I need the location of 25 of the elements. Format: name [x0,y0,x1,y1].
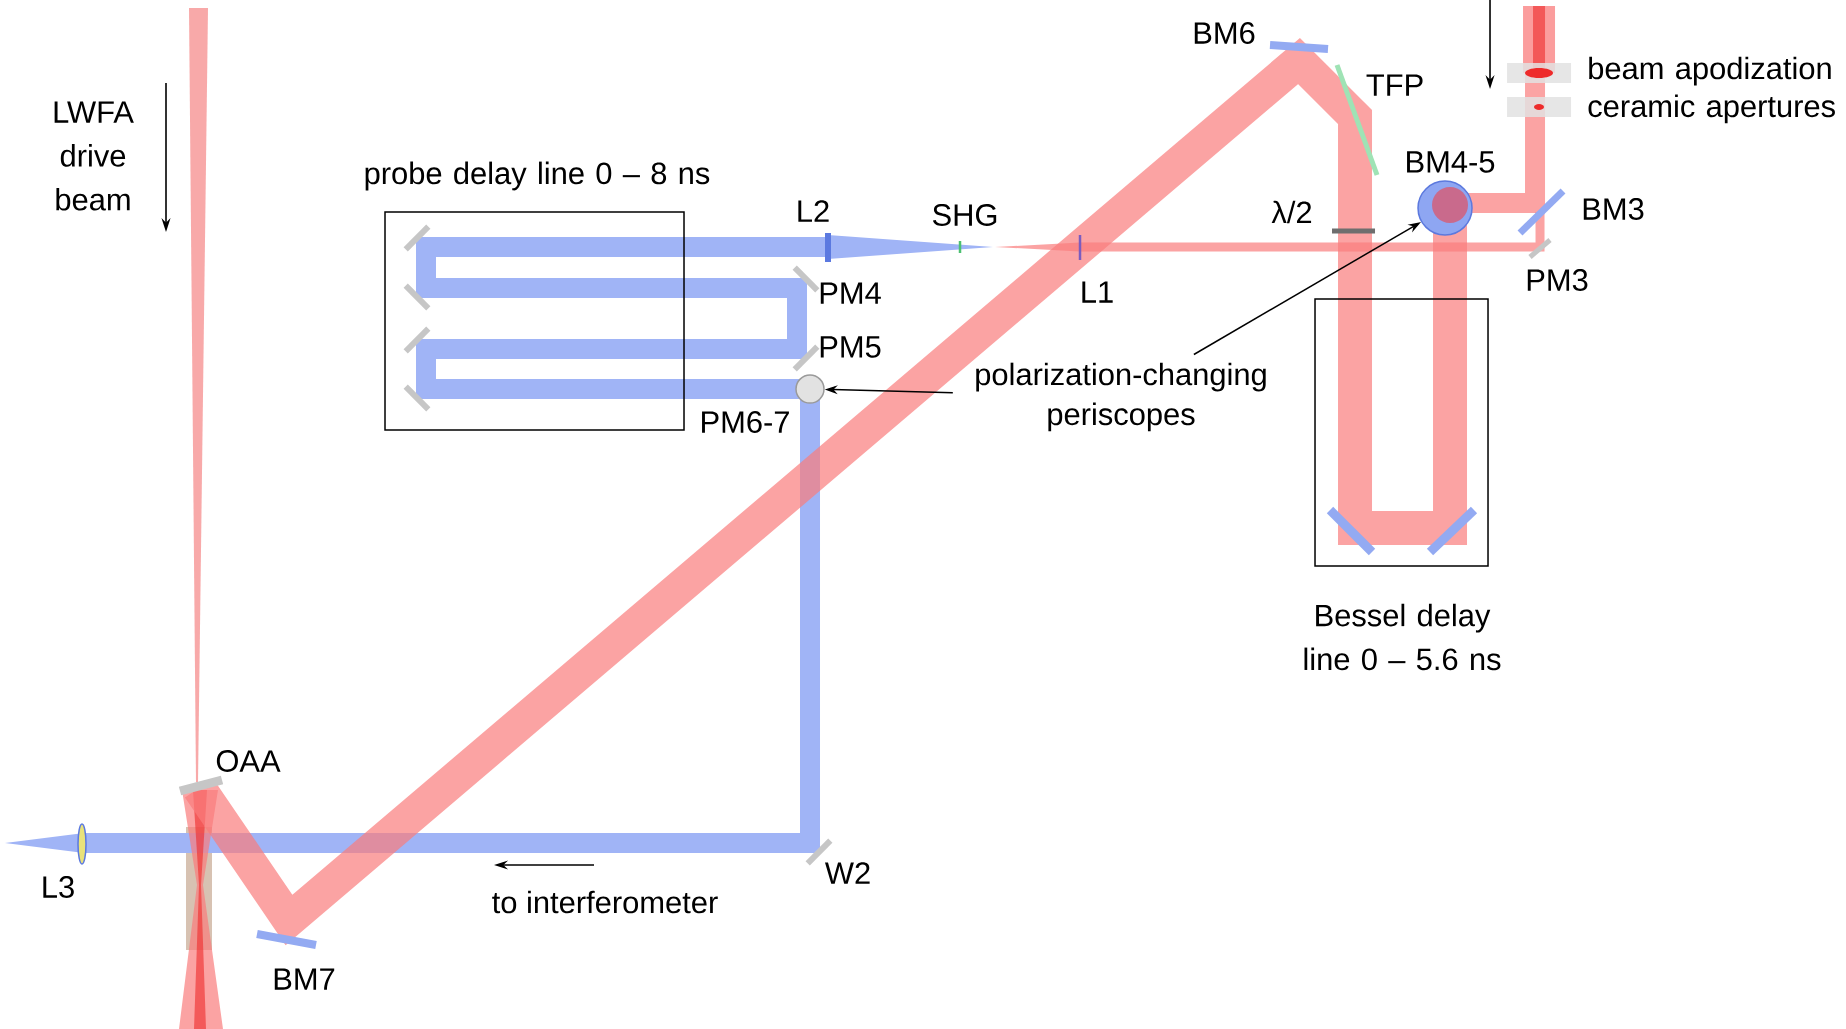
component-label: BM3 [1583,198,1644,220]
component-label: SHG [932,204,997,226]
component-label: λ/2 [1271,200,1312,224]
beam-label: to interferometer [492,890,718,914]
component-label: PM4 [820,282,881,304]
component-label: BM6 [1194,22,1255,44]
component-label: L1 [1082,281,1113,303]
component-label: BM4-5 [1407,151,1495,173]
component-label: L3 [43,876,74,898]
component-label: PM6-7 [702,411,789,433]
component-label: W2 [825,862,870,884]
node-label: Bessel delay line 0 – 5.6 ns [1304,603,1501,671]
periscope-mirror [795,374,825,404]
component-label: PM3 [1527,269,1588,291]
annotation-text: polarization-changing periscopes [976,362,1266,432]
component-label: BM7 [274,968,335,990]
component-label: L2 [798,200,829,222]
component-label: beam apodization ceramic apertures [1588,56,1835,124]
node-label: probe delay line 0 – 8 ns [365,161,710,191]
component-label: OAA [216,750,281,772]
beam-label: LWFA drive beam [54,101,134,211]
delay-line-box: Bessel delay line 0 – 5.6 ns [1304,298,1501,671]
component-label: TFP [1366,74,1423,96]
component-label: PM5 [820,336,881,358]
periscope-mirror [1417,180,1473,236]
